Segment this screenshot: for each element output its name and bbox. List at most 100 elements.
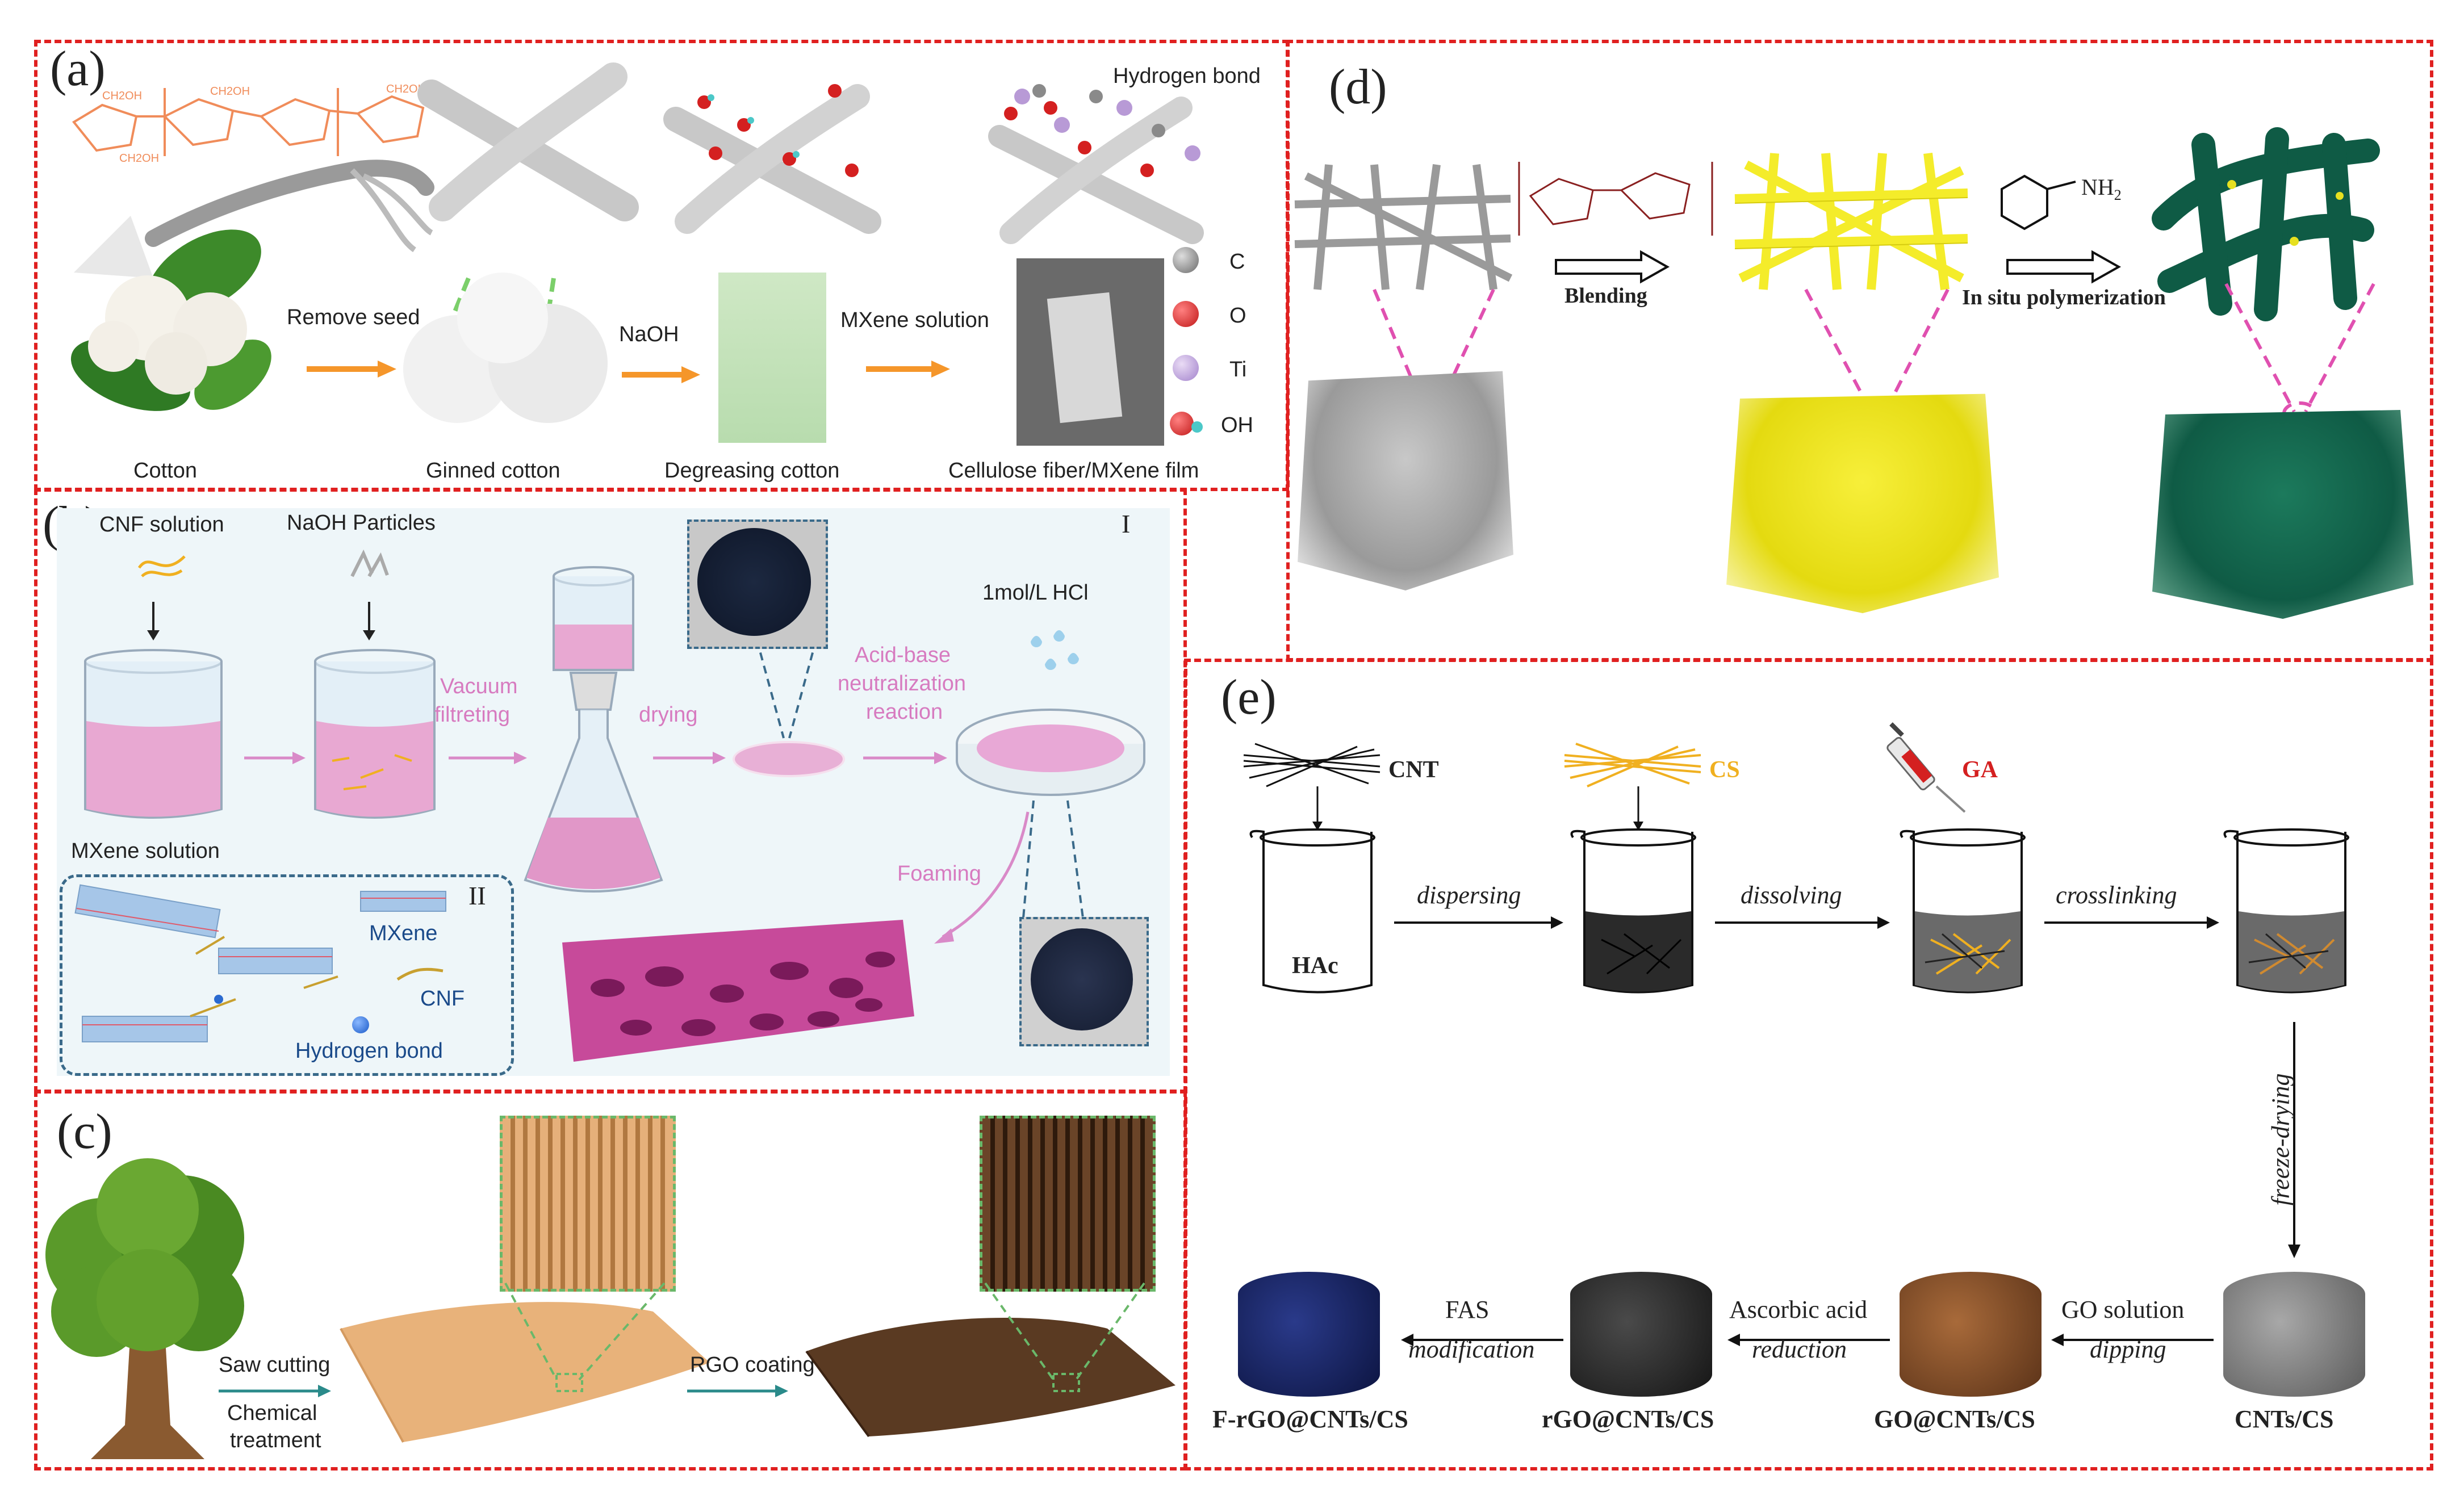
acid-base-1: Acid-base (855, 643, 951, 667)
yellow-cube (1726, 393, 1999, 613)
vacuum-flask (524, 566, 663, 893)
step-naoh: NaOH (619, 322, 679, 346)
arrow-fas (1401, 1334, 1563, 1346)
arrow-freeze-drying (2288, 1022, 2300, 1258)
panel-e-label: (e) (1221, 670, 1277, 725)
fiber-bundle (145, 160, 434, 253)
arrow-saw (219, 1385, 331, 1397)
panel-d-label: (d) (1329, 60, 1387, 115)
stage-ginned-cotton: Ginned cotton (426, 459, 560, 483)
crossed-fibers-1 (417, 62, 639, 221)
stir-arrow-1 (1312, 786, 1323, 831)
cotton-plant (70, 216, 271, 411)
svg-text:CH2OH: CH2OH (386, 83, 426, 95)
down-arrow-2 (363, 602, 375, 640)
arrow-naoh (622, 366, 700, 383)
step-remove-seed: Remove seed (287, 305, 420, 329)
chemical-label-1: Chemical (227, 1401, 317, 1425)
grey-cube (1298, 371, 1513, 590)
acid-base-3: reaction (866, 700, 943, 724)
membrane-disc (733, 741, 845, 777)
legend-ti-label: Ti (1229, 358, 1247, 382)
arrow-ascorbic (1727, 1334, 1890, 1346)
cylinder-go-cnts-cs (1900, 1272, 2042, 1397)
arrow-rgo (687, 1385, 788, 1397)
yellow-fiber-mesh (1734, 153, 1968, 290)
chemical-label-2: treatment (230, 1428, 321, 1452)
nh2-label: NH2 (2081, 176, 2122, 203)
roman-two: II (468, 881, 486, 910)
legend-c-icon (1173, 247, 1199, 273)
chitosan-structure (1518, 162, 1713, 236)
saw-cutting-label: Saw cutting (219, 1353, 331, 1377)
svg-text:CH2OH: CH2OH (119, 152, 159, 165)
beaker-cs (1900, 828, 2026, 994)
step-blending: Blending (1564, 284, 1647, 308)
zoom-lines-c2 (984, 1282, 1145, 1392)
beaker-cnt (1570, 828, 1696, 994)
arrow-b3 (653, 752, 726, 764)
wood-zoom-photo (500, 1116, 676, 1292)
stage-mxene-film: Cellulose fiber/MXene film (948, 459, 1199, 483)
legend-hbond-icon (352, 1016, 369, 1033)
mxene-solution-label: MXene solution (71, 839, 220, 863)
legend-oh-icon (1170, 412, 1194, 435)
legend-cnf-icon (396, 967, 444, 981)
petri-dish (956, 709, 1145, 796)
rgo-zoom-photo (980, 1116, 1156, 1292)
step-dispersing: dispersing (1417, 881, 1521, 909)
step-insitu: In situ polymerization (1962, 286, 2166, 309)
product-f-rgo: F-rGO@CNTs/CS (1212, 1405, 1408, 1433)
step-go-solution: GO solution (2061, 1296, 2185, 1323)
legend-hydrogen-bond: Hydrogen bond (295, 1039, 443, 1063)
beaker-mixed (314, 649, 436, 819)
inset-ii-frame (60, 874, 514, 1076)
product-go: GO@CNTs/CS (1874, 1405, 2035, 1433)
ginned-cotton (403, 273, 608, 423)
step-ascorbic: Ascorbic acid (1729, 1296, 1868, 1323)
cylinder-rgo-cnts-cs (1570, 1272, 1712, 1397)
stage-cotton: Cotton (133, 459, 197, 483)
panel-e-frame (1184, 659, 2433, 1471)
legend-c-label: C (1229, 250, 1245, 274)
naoh-particles-icon (350, 549, 389, 577)
step-fas: FAS (1445, 1296, 1490, 1323)
arrow-remove-seed (307, 361, 396, 378)
foaming-label: Foaming (897, 862, 981, 886)
beaker-crosslinked (2223, 828, 2349, 994)
step-modification: modification (1408, 1335, 1535, 1363)
arrow-mxene (866, 361, 950, 378)
product-cnts: CNTs/CS (2235, 1405, 2334, 1433)
arrow-b2 (449, 752, 527, 764)
legend-o-label: O (1229, 304, 1246, 328)
down-arrow-1 (147, 602, 160, 640)
cylinder-f-rgo-cnts-cs (1238, 1272, 1380, 1397)
hac-label: HAc (1292, 953, 1338, 979)
svg-text:CH2OH: CH2OH (210, 85, 250, 98)
cs-bundle-icon (1564, 743, 1701, 787)
stage-degreasing-cotton: Degreasing cotton (664, 459, 840, 483)
legend-ti-icon (1173, 355, 1199, 381)
hcl-label: 1mol/L HCl (982, 581, 1089, 605)
cnt-label: CNT (1388, 757, 1439, 783)
legend-cnf: CNF (420, 987, 465, 1011)
hcl-drops-icon (1031, 630, 1079, 670)
roman-one: I (1122, 509, 1131, 538)
green-cube (2152, 410, 2413, 619)
syringe-icon (1886, 722, 1966, 813)
green-network (2152, 127, 2380, 321)
legend-oh-label: OH (1221, 413, 1253, 437)
mxene-fibers (988, 84, 1204, 244)
cnf-solution-label: CNF solution (99, 513, 224, 537)
svg-text:CH2OH: CH2OH (102, 90, 142, 102)
membrane-photo-disc (697, 528, 811, 636)
drying-label: drying (639, 703, 698, 727)
legend-oh-h-icon (1191, 421, 1203, 433)
acid-base-2: neutralization (838, 672, 967, 696)
foam-photo-disc (1031, 928, 1133, 1030)
cylinder-cnts-cs (2223, 1272, 2365, 1397)
nh2-subscript: 2 (2114, 187, 2122, 203)
vacuum-label-1: Vacuum (440, 675, 518, 698)
aniline-structure (2001, 174, 2076, 231)
arrow-blending (1555, 250, 1670, 284)
